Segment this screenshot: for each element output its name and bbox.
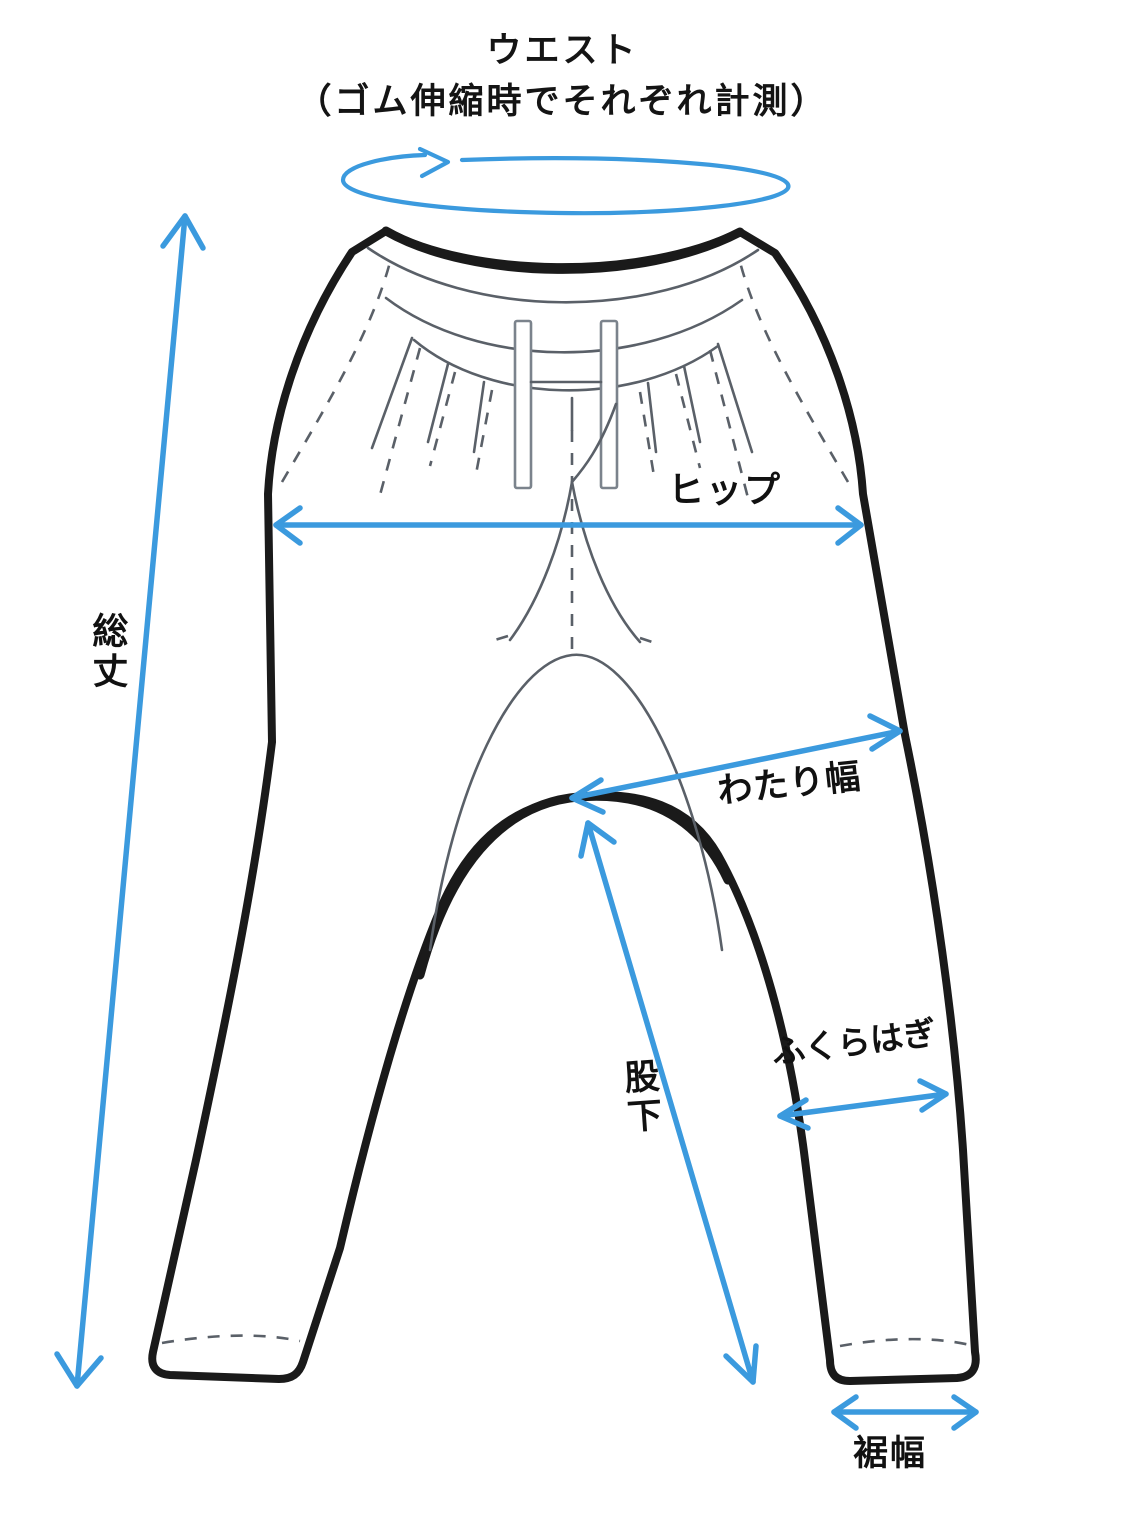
inseam-measure-arrow [578, 820, 759, 1385]
waistband-detail [280, 246, 850, 655]
calf-measure-arrow [777, 1078, 949, 1131]
pants-outline [148, 226, 980, 1385]
thigh-measure-arrow [569, 713, 903, 815]
waist-measure-marker [340, 146, 791, 216]
total-length-measure-arrow [54, 213, 206, 1389]
hem-stitch-left [161, 1334, 301, 1345]
hem-stitch-right [839, 1337, 971, 1348]
crotch-guide-curve [428, 653, 724, 952]
drawstring-left [513, 319, 533, 490]
hem-measure-arrow [831, 1394, 979, 1431]
hip-measure-arrow [273, 505, 864, 546]
gather-lines-left [370, 336, 520, 496]
